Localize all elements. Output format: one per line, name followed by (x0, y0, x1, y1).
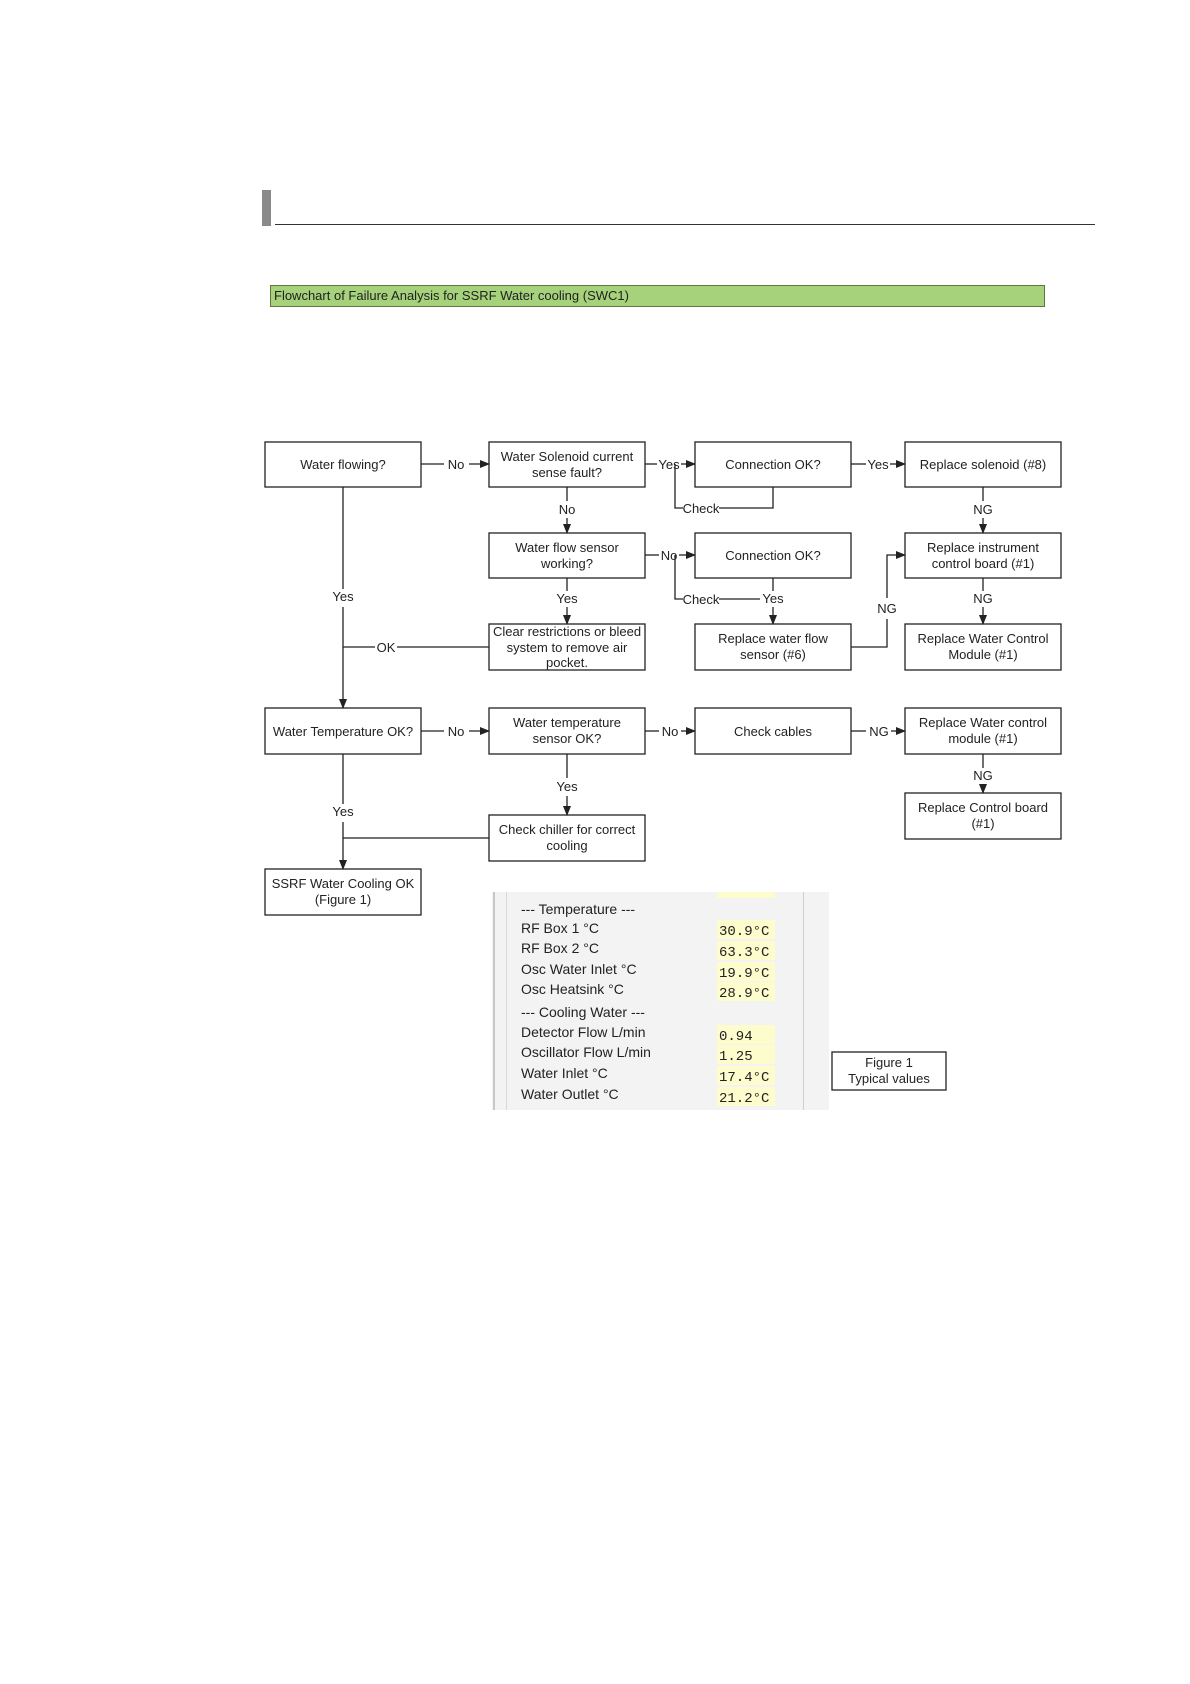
node-connection-ok-2: Connection OK? (694, 532, 852, 579)
node-text: Module (#1) (948, 647, 1017, 662)
node-replace-wcm-1: Replace Water Control Module (#1) (904, 623, 1062, 671)
panel-row-label: Oscillator Flow L/min (521, 1044, 651, 1060)
edge-line (674, 464, 683, 509)
panel-row-value: 28.9°C (719, 986, 769, 1002)
node-text: SSRF Water Cooling OK (272, 876, 415, 891)
node-text: Water flow sensor (515, 540, 619, 555)
edge-label-ng: NG (877, 601, 897, 616)
edge-label-no: No (661, 548, 678, 563)
edge-label-yes: Yes (556, 779, 578, 794)
edge-label-ng: NG (973, 502, 993, 517)
node-connection-ok-1: Connection OK? (694, 441, 852, 488)
edge-label-no: No (448, 724, 465, 739)
edge-label-no: No (662, 724, 679, 739)
node-text: sensor (#6) (740, 647, 806, 662)
panel-row-value: 1.25 (719, 1049, 753, 1065)
node-text: Clear restrictions or bleed (493, 624, 641, 639)
node-text: Typical values (848, 1071, 930, 1086)
edge-label-check: Check (683, 592, 720, 607)
node-text: Water Temperature OK? (273, 724, 413, 739)
node-cooling-ok: SSRF Water Cooling OK (Figure 1) (264, 868, 422, 916)
node-text: sense fault? (532, 465, 602, 480)
edge-label-ok: OK (377, 640, 396, 655)
node-text: Connection OK? (725, 548, 820, 563)
section-rule (275, 224, 1095, 225)
panel-row-label: Osc Water Inlet °C (521, 961, 637, 977)
panel-row-value: 21.2°C (719, 1091, 769, 1107)
node-text: Water flowing? (300, 457, 386, 472)
node-text: Replace Control board (918, 800, 1048, 815)
node-text: (#1) (971, 816, 994, 831)
node-text: Check cables (734, 724, 813, 739)
typical-values-panel: --- Temperature --- RF Box 1 °C 30.9°C R… (492, 892, 829, 1110)
panel-row-label: Osc Heatsink °C (521, 981, 624, 997)
node-water-flowing: Water flowing? (264, 441, 422, 488)
panel-row-label: RF Box 2 °C (521, 940, 599, 956)
panel-row-label: Water Outlet °C (521, 1086, 619, 1102)
edge-label-check: Check (683, 501, 720, 516)
edge-label-yes: Yes (762, 591, 784, 606)
panel-row-value: 30.9°C (719, 924, 769, 940)
flowchart-title-banner: Flowchart of Failure Analysis for SSRF W… (270, 285, 1045, 307)
edge-line (719, 487, 774, 509)
node-text: Check chiller for correct (499, 822, 636, 837)
node-replace-control-board: Replace Control board (#1) (904, 792, 1062, 840)
edge-label-yes: Yes (658, 457, 680, 472)
edge-label-ng: NG (869, 724, 889, 739)
panel-row-label: Detector Flow L/min (521, 1024, 645, 1040)
edge-label-no: No (448, 457, 465, 472)
panel-row-label: Water Inlet °C (521, 1065, 608, 1081)
node-check-chiller: Check chiller for correct cooling (488, 814, 646, 862)
node-text: Water Solenoid current (501, 449, 634, 464)
node-text: system to remove air (507, 640, 628, 655)
node-check-cables: Check cables (694, 707, 852, 755)
edge-label-yes: Yes (332, 804, 354, 819)
edge-label-yes: Yes (867, 457, 889, 472)
node-text: Replace water flow (718, 631, 828, 646)
node-text: Figure 1 (865, 1055, 913, 1070)
node-text: pocket. (546, 655, 588, 670)
node-clear-restrictions: Clear restrictions or bleed system to re… (488, 623, 646, 671)
edge-label-yes: Yes (332, 589, 354, 604)
node-replace-solenoid: Replace solenoid (#8) (904, 441, 1062, 488)
edge-line (674, 555, 683, 600)
panel-row-value: 0.94 (719, 1029, 753, 1045)
node-text: Replace Water control (919, 715, 1047, 730)
panel-row-value: 17.4°C (719, 1070, 769, 1086)
edge-label-no: No (559, 502, 576, 517)
edge-label-yes: Yes (556, 591, 578, 606)
node-text: Replace Water Control (917, 631, 1048, 646)
edge-line (851, 619, 888, 648)
node-text: control board (#1) (932, 556, 1035, 571)
node-text: working? (540, 556, 593, 571)
node-water-temperature-ok: Water Temperature OK? (264, 707, 422, 755)
node-replace-instrument-board: Replace instrument control board (#1) (904, 532, 1062, 579)
node-text: sensor OK? (533, 731, 602, 746)
section-marker (262, 190, 271, 226)
panel-header-temperature: --- Temperature --- (521, 901, 635, 917)
node-replace-flow-sensor: Replace water flow sensor (#6) (694, 623, 852, 671)
node-replace-wcm-2: Replace Water control module (#1) (904, 707, 1062, 755)
panel-row-value: 63.3°C (719, 945, 769, 961)
node-text: Connection OK? (725, 457, 820, 472)
node-temp-sensor-ok: Water temperature sensor OK? (488, 707, 646, 755)
node-text: Replace instrument (927, 540, 1039, 555)
node-text: Water temperature (513, 715, 621, 730)
panel-row-label: RF Box 1 °C (521, 920, 599, 936)
edge-label-ng: NG (973, 768, 993, 783)
node-text: cooling (546, 838, 587, 853)
node-text: module (#1) (948, 731, 1017, 746)
node-text: (Figure 1) (315, 892, 371, 907)
node-figure1-caption: Figure 1 Typical values (831, 1051, 947, 1091)
edge-label-ng: NG (973, 591, 993, 606)
panel-row-value: 19.9°C (719, 966, 769, 982)
node-solenoid-fault: Water Solenoid current sense fault? (488, 441, 646, 488)
node-text: Replace solenoid (#8) (920, 457, 1046, 472)
panel-header-cooling: --- Cooling Water --- (521, 1004, 645, 1020)
edge-arrow (886, 551, 906, 598)
node-flow-sensor-working: Water flow sensor working? (488, 532, 646, 579)
